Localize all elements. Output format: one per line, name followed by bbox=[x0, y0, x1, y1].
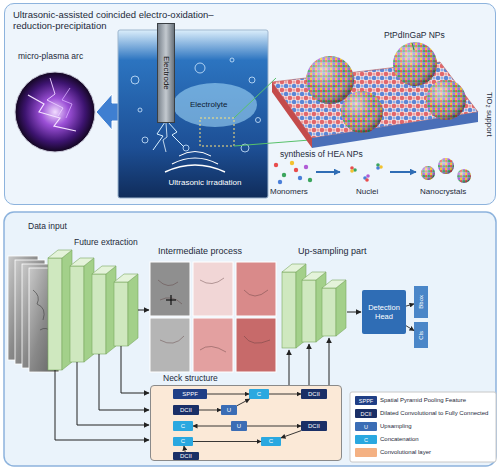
legend-text: Spatial Pyramid Pooling Feature bbox=[380, 397, 493, 404]
output-box: Bbox bbox=[414, 286, 428, 318]
text-label: PtPdInGaP NPs bbox=[384, 31, 484, 41]
detection-head: Detection Head bbox=[362, 290, 406, 334]
node-text: DCII bbox=[308, 423, 320, 430]
node-text: Cls bbox=[418, 331, 424, 340]
node-text: C bbox=[181, 438, 185, 445]
node-text: Neck structure bbox=[163, 373, 218, 383]
electrode-bar: Electrode bbox=[157, 23, 175, 123]
text-label: Electrolyte bbox=[190, 100, 250, 109]
concat-block: C bbox=[261, 437, 281, 446]
legend-abbrev: C bbox=[355, 435, 377, 444]
text-label: TiO₂ support bbox=[480, 92, 494, 137]
text-label: micro-plasma arc bbox=[18, 52, 108, 62]
text-label: Monomers bbox=[270, 187, 330, 196]
connector bbox=[184, 446, 185, 452]
node-text: C bbox=[257, 391, 261, 398]
connector bbox=[193, 426, 231, 427]
neck-structure: Neck structureSPPFCDCIIDCIIUCUDCIICCDCII bbox=[150, 385, 342, 461]
sppf-block: SPPF bbox=[173, 389, 207, 399]
node-text: U bbox=[237, 423, 241, 430]
node-text: Electrode bbox=[162, 56, 171, 90]
legend-abbrev: U bbox=[355, 422, 377, 431]
text-label: Up-sampling part bbox=[298, 246, 398, 256]
dcii-block: DCII bbox=[173, 405, 199, 415]
dcii-block: DCII bbox=[301, 421, 327, 431]
connector bbox=[406, 304, 414, 306]
connector bbox=[269, 394, 301, 395]
connector bbox=[199, 410, 221, 411]
node-text: DCII bbox=[308, 391, 320, 398]
connector bbox=[247, 426, 301, 427]
text-label: synthesis of HEA NPs bbox=[280, 150, 410, 160]
dcii-block: DCII bbox=[173, 452, 199, 460]
node-text: DCII bbox=[180, 407, 192, 414]
concat-block: C bbox=[173, 437, 193, 446]
upsample-block: U bbox=[221, 405, 237, 415]
legend-text: Dilated Convolutional to Fully Connected bbox=[380, 410, 493, 417]
text-label: Ultrasonic irradiation bbox=[145, 178, 265, 187]
node-text: DCII bbox=[180, 453, 192, 460]
connector bbox=[406, 326, 414, 331]
concat-block: C bbox=[249, 389, 269, 399]
connector bbox=[281, 431, 301, 438]
legend-abbrev: SPPF bbox=[355, 396, 377, 405]
connector bbox=[207, 394, 249, 395]
node-text: Bbox bbox=[418, 295, 424, 309]
node-text: Detection Head bbox=[362, 303, 406, 321]
legend-text: Upsampling bbox=[380, 423, 493, 430]
node-text: C bbox=[269, 438, 273, 445]
concat-block: C bbox=[173, 421, 193, 431]
connector bbox=[193, 441, 261, 442]
text-label: Nanocrystals bbox=[420, 187, 490, 196]
connector bbox=[237, 399, 250, 406]
node-text: SPPF bbox=[182, 391, 198, 398]
legend-swatch bbox=[355, 448, 377, 457]
text-label: Data input bbox=[28, 222, 108, 232]
legend-text: Concatenation bbox=[380, 436, 493, 443]
node-text: Ultrasonic-assisted coincided electro-ox… bbox=[13, 9, 228, 31]
output-box: Cls bbox=[414, 322, 428, 348]
legend-text: Convolutional layer bbox=[380, 449, 493, 456]
text-label: Intermediate process bbox=[158, 246, 278, 256]
legend-abbrev: DCII bbox=[355, 409, 377, 418]
node-text: U bbox=[227, 407, 231, 414]
node-text: C bbox=[181, 423, 185, 430]
upsample-block: U bbox=[231, 421, 247, 431]
text-label: Nuclei bbox=[356, 187, 396, 196]
dcii-block: DCII bbox=[301, 389, 327, 399]
